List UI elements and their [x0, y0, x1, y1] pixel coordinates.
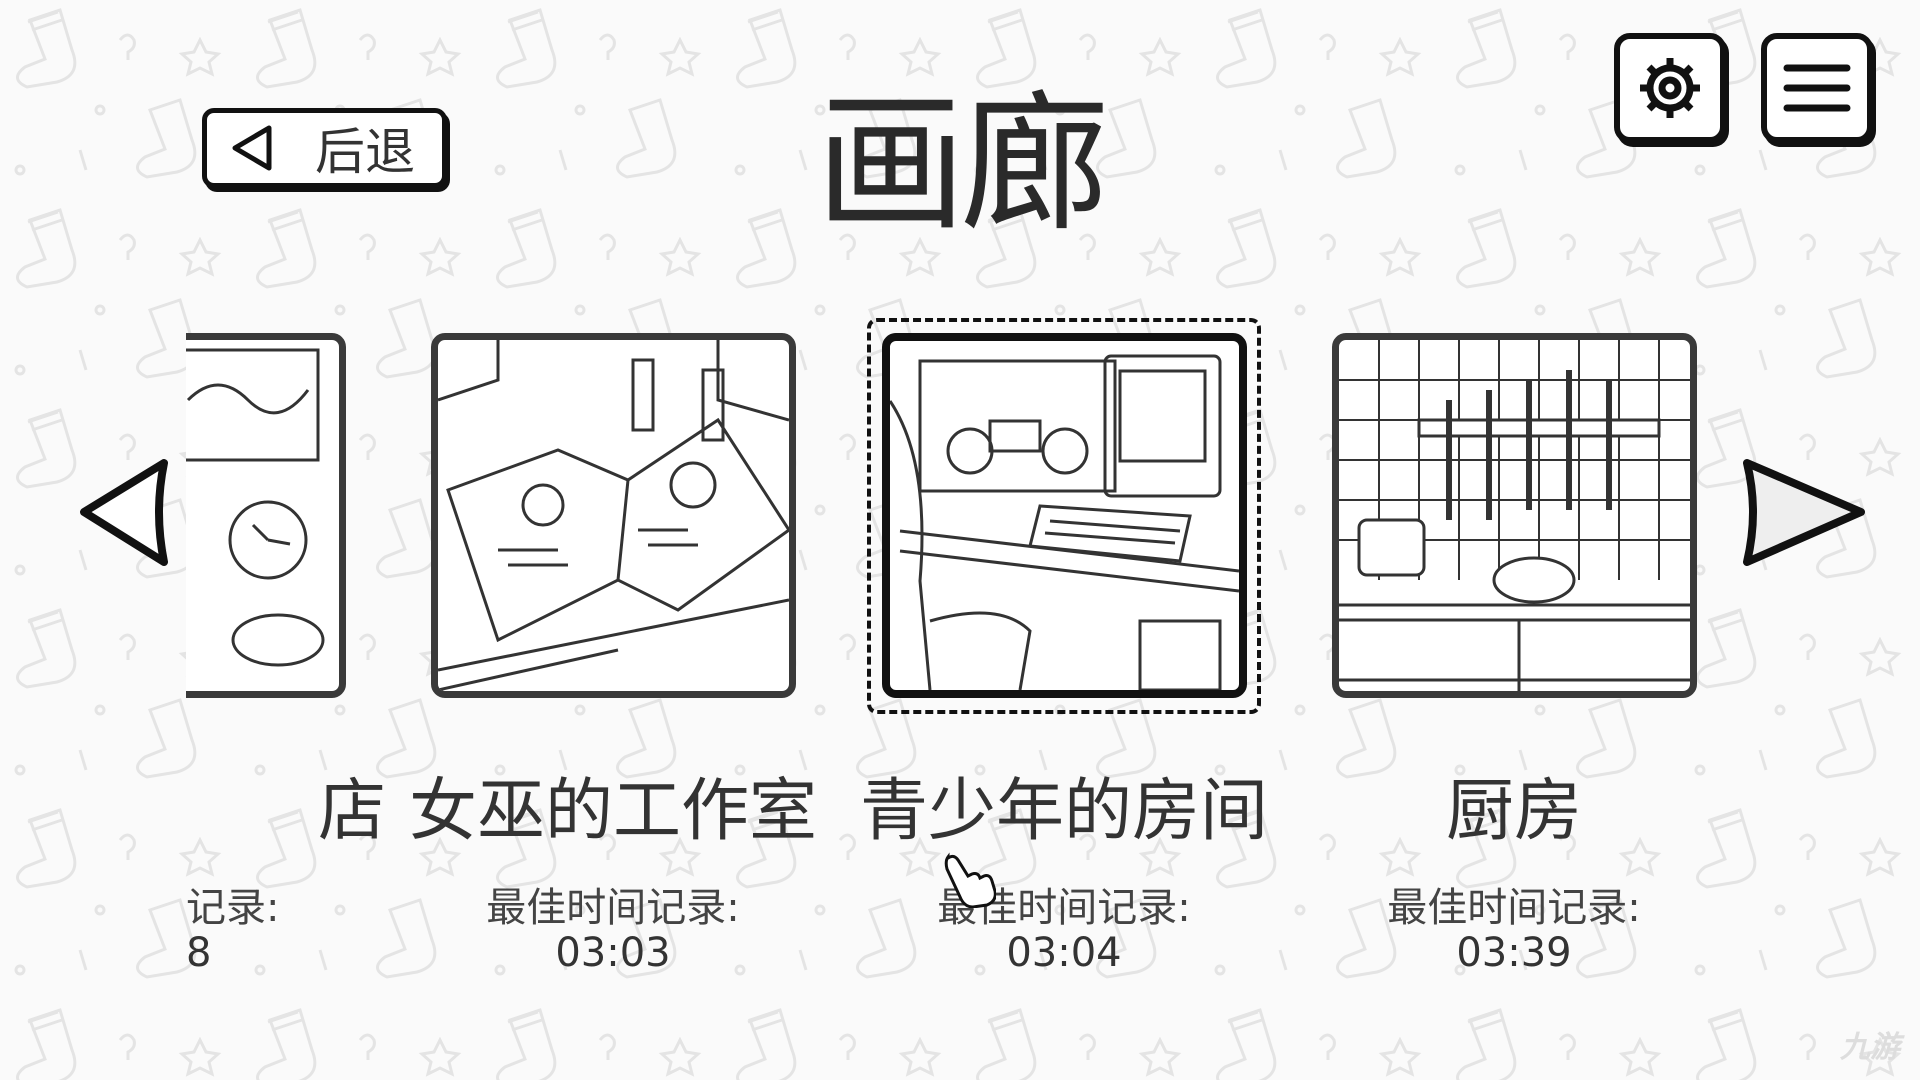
level-thumbnail	[186, 333, 346, 698]
level-best-time: 8	[186, 930, 212, 976]
back-triangle-icon	[232, 125, 272, 171]
gear-icon	[1640, 58, 1700, 118]
level-record-label: 最佳时间记录:	[937, 885, 1191, 931]
level-record-label: 记录:	[186, 885, 280, 931]
previous-arrow-button[interactable]	[76, 455, 172, 570]
page-title: 画廊	[815, 78, 1110, 252]
back-button[interactable]: 后退	[202, 108, 447, 188]
settings-button[interactable]	[1614, 33, 1726, 143]
level-card-partial[interactable]: 店 记录: 8	[186, 0, 386, 1080]
level-name: 店	[317, 772, 386, 851]
back-label: 后退	[315, 123, 415, 181]
level-best-time: 03:03	[555, 930, 671, 976]
level-card-kitchen[interactable]	[1332, 333, 1697, 698]
next-arrow-button[interactable]	[1739, 455, 1871, 570]
level-record-label: 最佳时间记录:	[486, 885, 740, 931]
hand-cursor-icon	[944, 852, 996, 908]
level-best-time: 03:39	[1456, 930, 1572, 976]
level-name: 女巫的工作室	[408, 772, 817, 851]
level-card-witch-studio[interactable]	[431, 333, 796, 698]
level-record-label: 最佳时间记录:	[1387, 885, 1641, 931]
teen-room-thumbnail	[890, 354, 1239, 690]
level-card-teen-room[interactable]	[882, 333, 1247, 698]
watermark-logo: 九游	[1840, 1030, 1900, 1065]
kitchen-thumbnail	[1339, 340, 1690, 691]
level-name: 青少年的房间	[859, 772, 1268, 851]
hamburger-menu-icon	[1783, 64, 1851, 112]
level-best-time: 03:04	[1006, 930, 1122, 976]
level-name: 厨房	[1445, 772, 1582, 851]
menu-button[interactable]	[1761, 33, 1873, 143]
selection-outline	[867, 318, 1261, 714]
witch-studio-thumbnail	[438, 340, 789, 691]
